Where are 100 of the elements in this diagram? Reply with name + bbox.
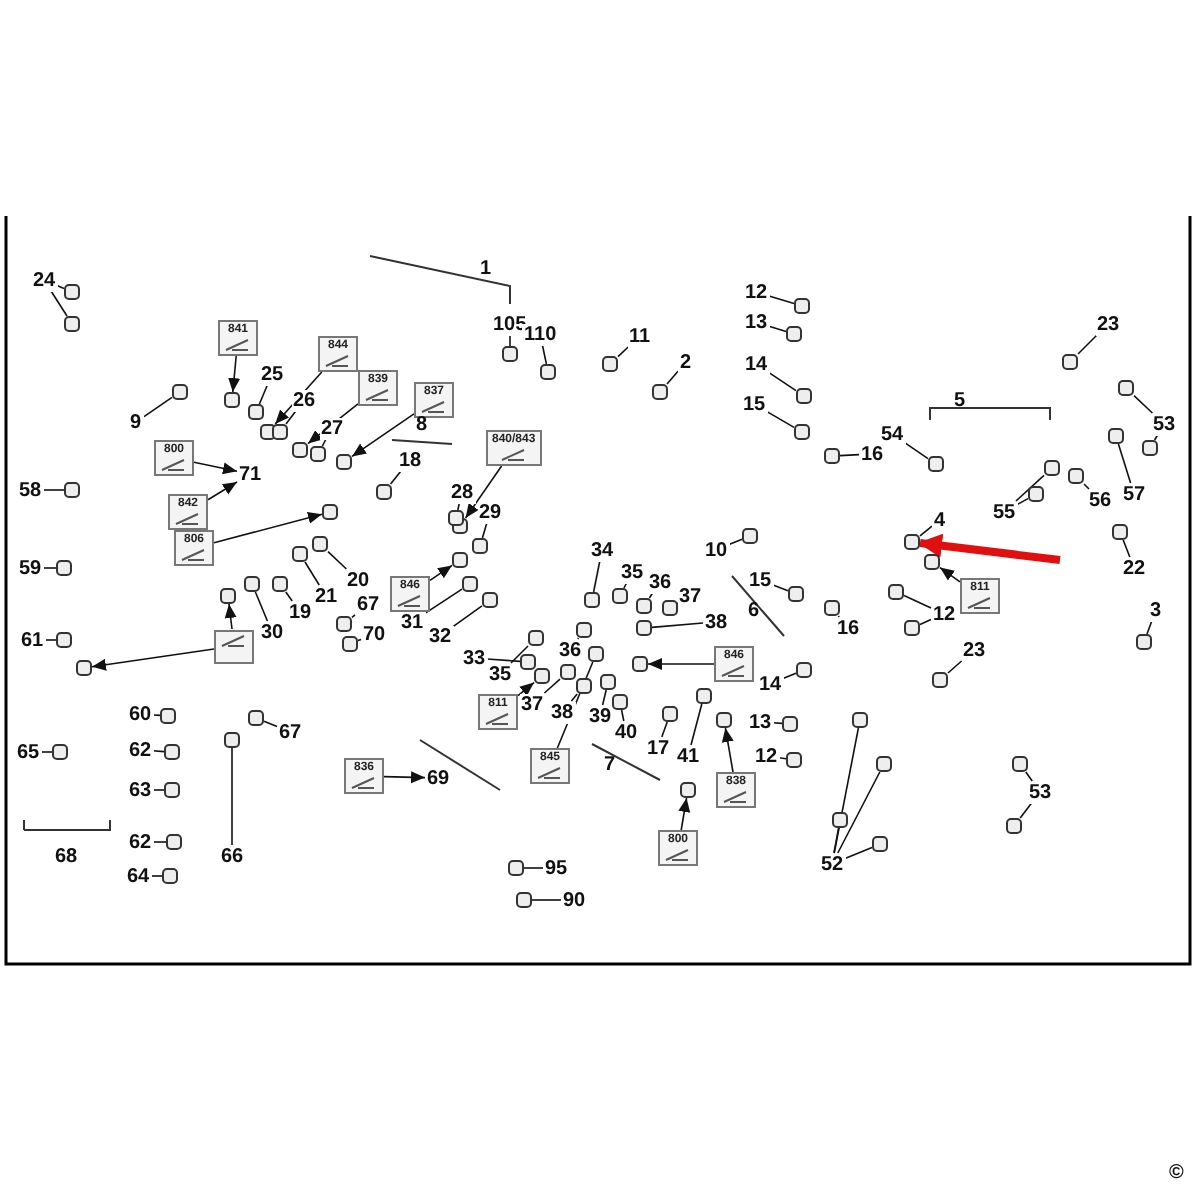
part-drawing — [876, 756, 892, 772]
callout-number: 10 — [703, 539, 730, 561]
leader-line — [42, 567, 57, 569]
part-drawing — [248, 710, 264, 726]
arrow — [678, 797, 691, 831]
part-drawing — [652, 384, 668, 400]
part-drawing — [528, 630, 544, 646]
callout-number: 11 — [627, 325, 653, 347]
part-drawing — [636, 620, 652, 636]
leader-line — [541, 344, 548, 365]
copyright-mark: © — [1169, 1161, 1184, 1183]
part-drawing — [576, 622, 592, 638]
part-drawing — [508, 860, 524, 876]
leader-line — [50, 290, 68, 317]
callout-number: 21 — [313, 585, 340, 607]
leader-line — [285, 410, 297, 425]
leader-line — [690, 703, 703, 746]
leader-line — [772, 584, 789, 592]
part-drawing — [680, 782, 696, 798]
callout-number: 63 — [127, 779, 154, 801]
leader-line — [728, 538, 743, 546]
leader-line — [1133, 394, 1154, 414]
part-drawing — [1044, 460, 1060, 476]
callout-number: 29 — [477, 501, 504, 523]
part-drawing — [160, 708, 176, 724]
callout-number: 34 — [589, 539, 616, 561]
callout-number: 25 — [259, 363, 286, 385]
part-drawing — [64, 316, 80, 332]
leader-line — [481, 522, 488, 539]
leader-line — [844, 846, 873, 860]
callout-number: 35 — [487, 663, 514, 685]
part-drawing — [924, 554, 940, 570]
callout-number: 20 — [345, 569, 372, 591]
arrow — [647, 658, 715, 670]
part-drawing — [588, 646, 604, 662]
leader-line — [570, 693, 578, 702]
arrow — [939, 566, 961, 583]
part-drawing — [322, 504, 338, 520]
leader-line — [152, 841, 167, 843]
leader-line — [258, 384, 269, 405]
part-drawing — [220, 588, 236, 604]
callout-number: 36 — [647, 571, 674, 593]
leader-line — [321, 438, 327, 447]
callout-number: 65 — [15, 741, 42, 763]
part-drawing — [782, 716, 798, 732]
arrow — [429, 564, 453, 582]
leader-line — [768, 295, 795, 305]
leader-line — [833, 727, 860, 854]
leader-line — [452, 605, 483, 628]
part-drawing — [64, 482, 80, 498]
part-drawing — [534, 668, 550, 684]
callout-number: 68 — [55, 845, 78, 867]
part-drawing — [1012, 756, 1028, 772]
callout-number: 28 — [449, 481, 476, 503]
callout-number: 12 — [931, 603, 958, 625]
leader-line — [947, 660, 963, 674]
arrow — [721, 727, 734, 773]
leader-line — [231, 747, 233, 846]
callout-number: 90 — [561, 889, 588, 911]
part-drawing — [794, 298, 810, 314]
part-drawing — [888, 584, 904, 600]
part-drawing — [584, 592, 600, 608]
leader-line — [919, 525, 933, 537]
leader-line — [42, 489, 65, 491]
callout-number: 58 — [17, 479, 44, 501]
callout-number: 7 — [604, 753, 616, 775]
leader-line — [152, 714, 161, 717]
callout-number: 32 — [427, 625, 454, 647]
callout-number: 71 — [237, 463, 264, 485]
reference-box — [214, 629, 254, 663]
reference-box — [658, 830, 698, 866]
part-drawing — [540, 364, 556, 380]
part-drawing — [272, 576, 288, 592]
part-drawing — [272, 424, 288, 440]
callout-number: 3 — [1148, 599, 1164, 621]
leader-line — [1122, 539, 1131, 558]
part-drawing — [76, 660, 92, 676]
part-drawing — [336, 454, 352, 470]
leader-line — [44, 639, 57, 641]
part-drawing — [794, 424, 810, 440]
part-drawing — [788, 586, 804, 602]
leader-line — [150, 875, 163, 877]
callout-number: 110 — [522, 323, 559, 345]
callout-number: 53 — [1151, 413, 1178, 435]
reference-box — [960, 578, 1000, 614]
leader-line — [351, 614, 356, 619]
leader-line — [486, 658, 521, 663]
part-drawing — [462, 576, 478, 592]
part-drawing — [64, 284, 80, 300]
callout-number: 61 — [19, 629, 46, 651]
callout-number: 37 — [519, 693, 546, 715]
part-drawing — [336, 616, 352, 632]
leader-line — [839, 453, 860, 457]
part-drawing — [786, 326, 802, 342]
callout-number: 31 — [399, 611, 426, 633]
reference-box — [486, 430, 542, 466]
callout-number: 41 — [675, 745, 702, 767]
leader-line — [263, 720, 278, 728]
part-drawing — [576, 678, 592, 694]
leader-line — [1146, 620, 1153, 635]
